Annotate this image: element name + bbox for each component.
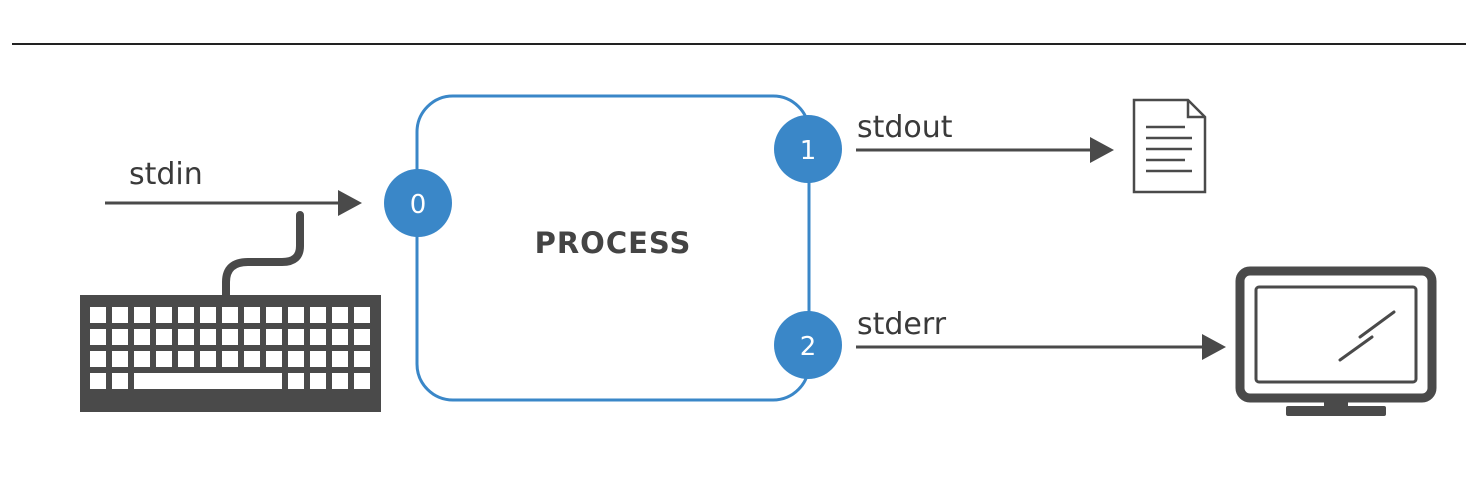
keyboard-key: [200, 351, 216, 367]
fd-1-number: 1: [800, 136, 817, 166]
keyboard-key: [90, 373, 106, 389]
stdin-label: stdin: [129, 157, 203, 192]
keyboard-key: [310, 329, 326, 345]
keyboard-key: [332, 307, 348, 323]
keyboard-key: [178, 329, 194, 345]
fd-2-number: 2: [800, 332, 817, 362]
keyboard-key: [156, 307, 172, 323]
keyboard-key: [112, 307, 128, 323]
stdout-arrowhead: [1090, 137, 1114, 163]
keyboard-key: [310, 307, 326, 323]
keyboard-key: [112, 329, 128, 345]
keyboard-key: [310, 373, 326, 389]
keyboard-key: [288, 373, 304, 389]
keyboard-key: [310, 351, 326, 367]
keyboard-key: [288, 307, 304, 323]
keyboard-key: [90, 329, 106, 345]
keyboard-key: [354, 351, 370, 367]
keyboard-key: [288, 351, 304, 367]
keyboard-key: [288, 329, 304, 345]
keyboard-key: [354, 329, 370, 345]
keyboard-key: [354, 373, 370, 389]
keyboard-key: [178, 307, 194, 323]
keyboard-key: [222, 351, 238, 367]
keyboard-cable: [222, 211, 304, 300]
keyboard-key: [244, 307, 260, 323]
keyboard-key: [332, 351, 348, 367]
stderr-arrowhead: [1202, 334, 1226, 360]
keyboard-key: [266, 351, 282, 367]
keyboard-key: [244, 351, 260, 367]
keyboard-key: [178, 351, 194, 367]
keyboard-key: [156, 329, 172, 345]
keyboard-key: [134, 373, 282, 389]
keyboard-key: [112, 373, 128, 389]
process-box: [415, 94, 811, 402]
keyboard-key: [332, 373, 348, 389]
keyboard-key: [90, 351, 106, 367]
keyboard-key: [134, 307, 150, 323]
keyboard-key: [90, 307, 106, 323]
fd-2-badge: [774, 311, 842, 379]
monitor-icon: [1235, 266, 1437, 416]
fd-1-badge: [774, 115, 842, 183]
keyboard-key: [266, 329, 282, 345]
keyboard-key: [134, 351, 150, 367]
keyboard-key: [200, 307, 216, 323]
keyboard-key: [332, 329, 348, 345]
process-label: PROCESS: [535, 226, 692, 260]
keyboard-key: [156, 351, 172, 367]
keyboard-key: [222, 329, 238, 345]
keyboard-key: [134, 329, 150, 345]
fd-0-number: 0: [410, 190, 427, 220]
document-icon: [1132, 98, 1207, 194]
fd-0-badge: [384, 169, 452, 237]
keyboard-key: [266, 307, 282, 323]
stdin-arrowhead: [338, 190, 362, 216]
keyboard-key: [200, 329, 216, 345]
keyboard-key: [222, 307, 238, 323]
keyboard-icon: [80, 295, 381, 412]
keyboard-key: [354, 307, 370, 323]
stdout-label: stdout: [857, 110, 953, 145]
stderr-label: stderr: [857, 307, 947, 342]
keyboard-key: [244, 329, 260, 345]
keyboard-key: [112, 351, 128, 367]
